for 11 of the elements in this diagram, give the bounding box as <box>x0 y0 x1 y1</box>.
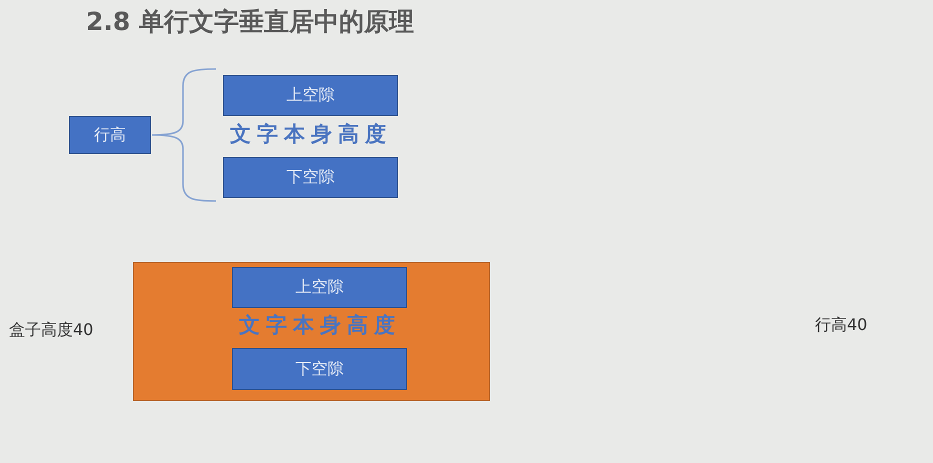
container-box <box>133 262 490 401</box>
gap-box: 上空隙 <box>232 267 407 308</box>
side-label: 盒子高度40 <box>9 322 94 338</box>
text-box: 行高 <box>69 116 151 154</box>
gap-box: 上空隙 <box>223 75 398 116</box>
gap-box: 下空隙 <box>223 157 398 198</box>
caption-text: 文字本身高度 <box>239 314 401 335</box>
side-label: 行高40 <box>815 317 868 333</box>
caption-text: 文字本身高度 <box>230 123 392 144</box>
gap-box: 下空隙 <box>232 348 407 390</box>
title: 2.8 单行文字垂直居中的原理 <box>86 9 414 34</box>
